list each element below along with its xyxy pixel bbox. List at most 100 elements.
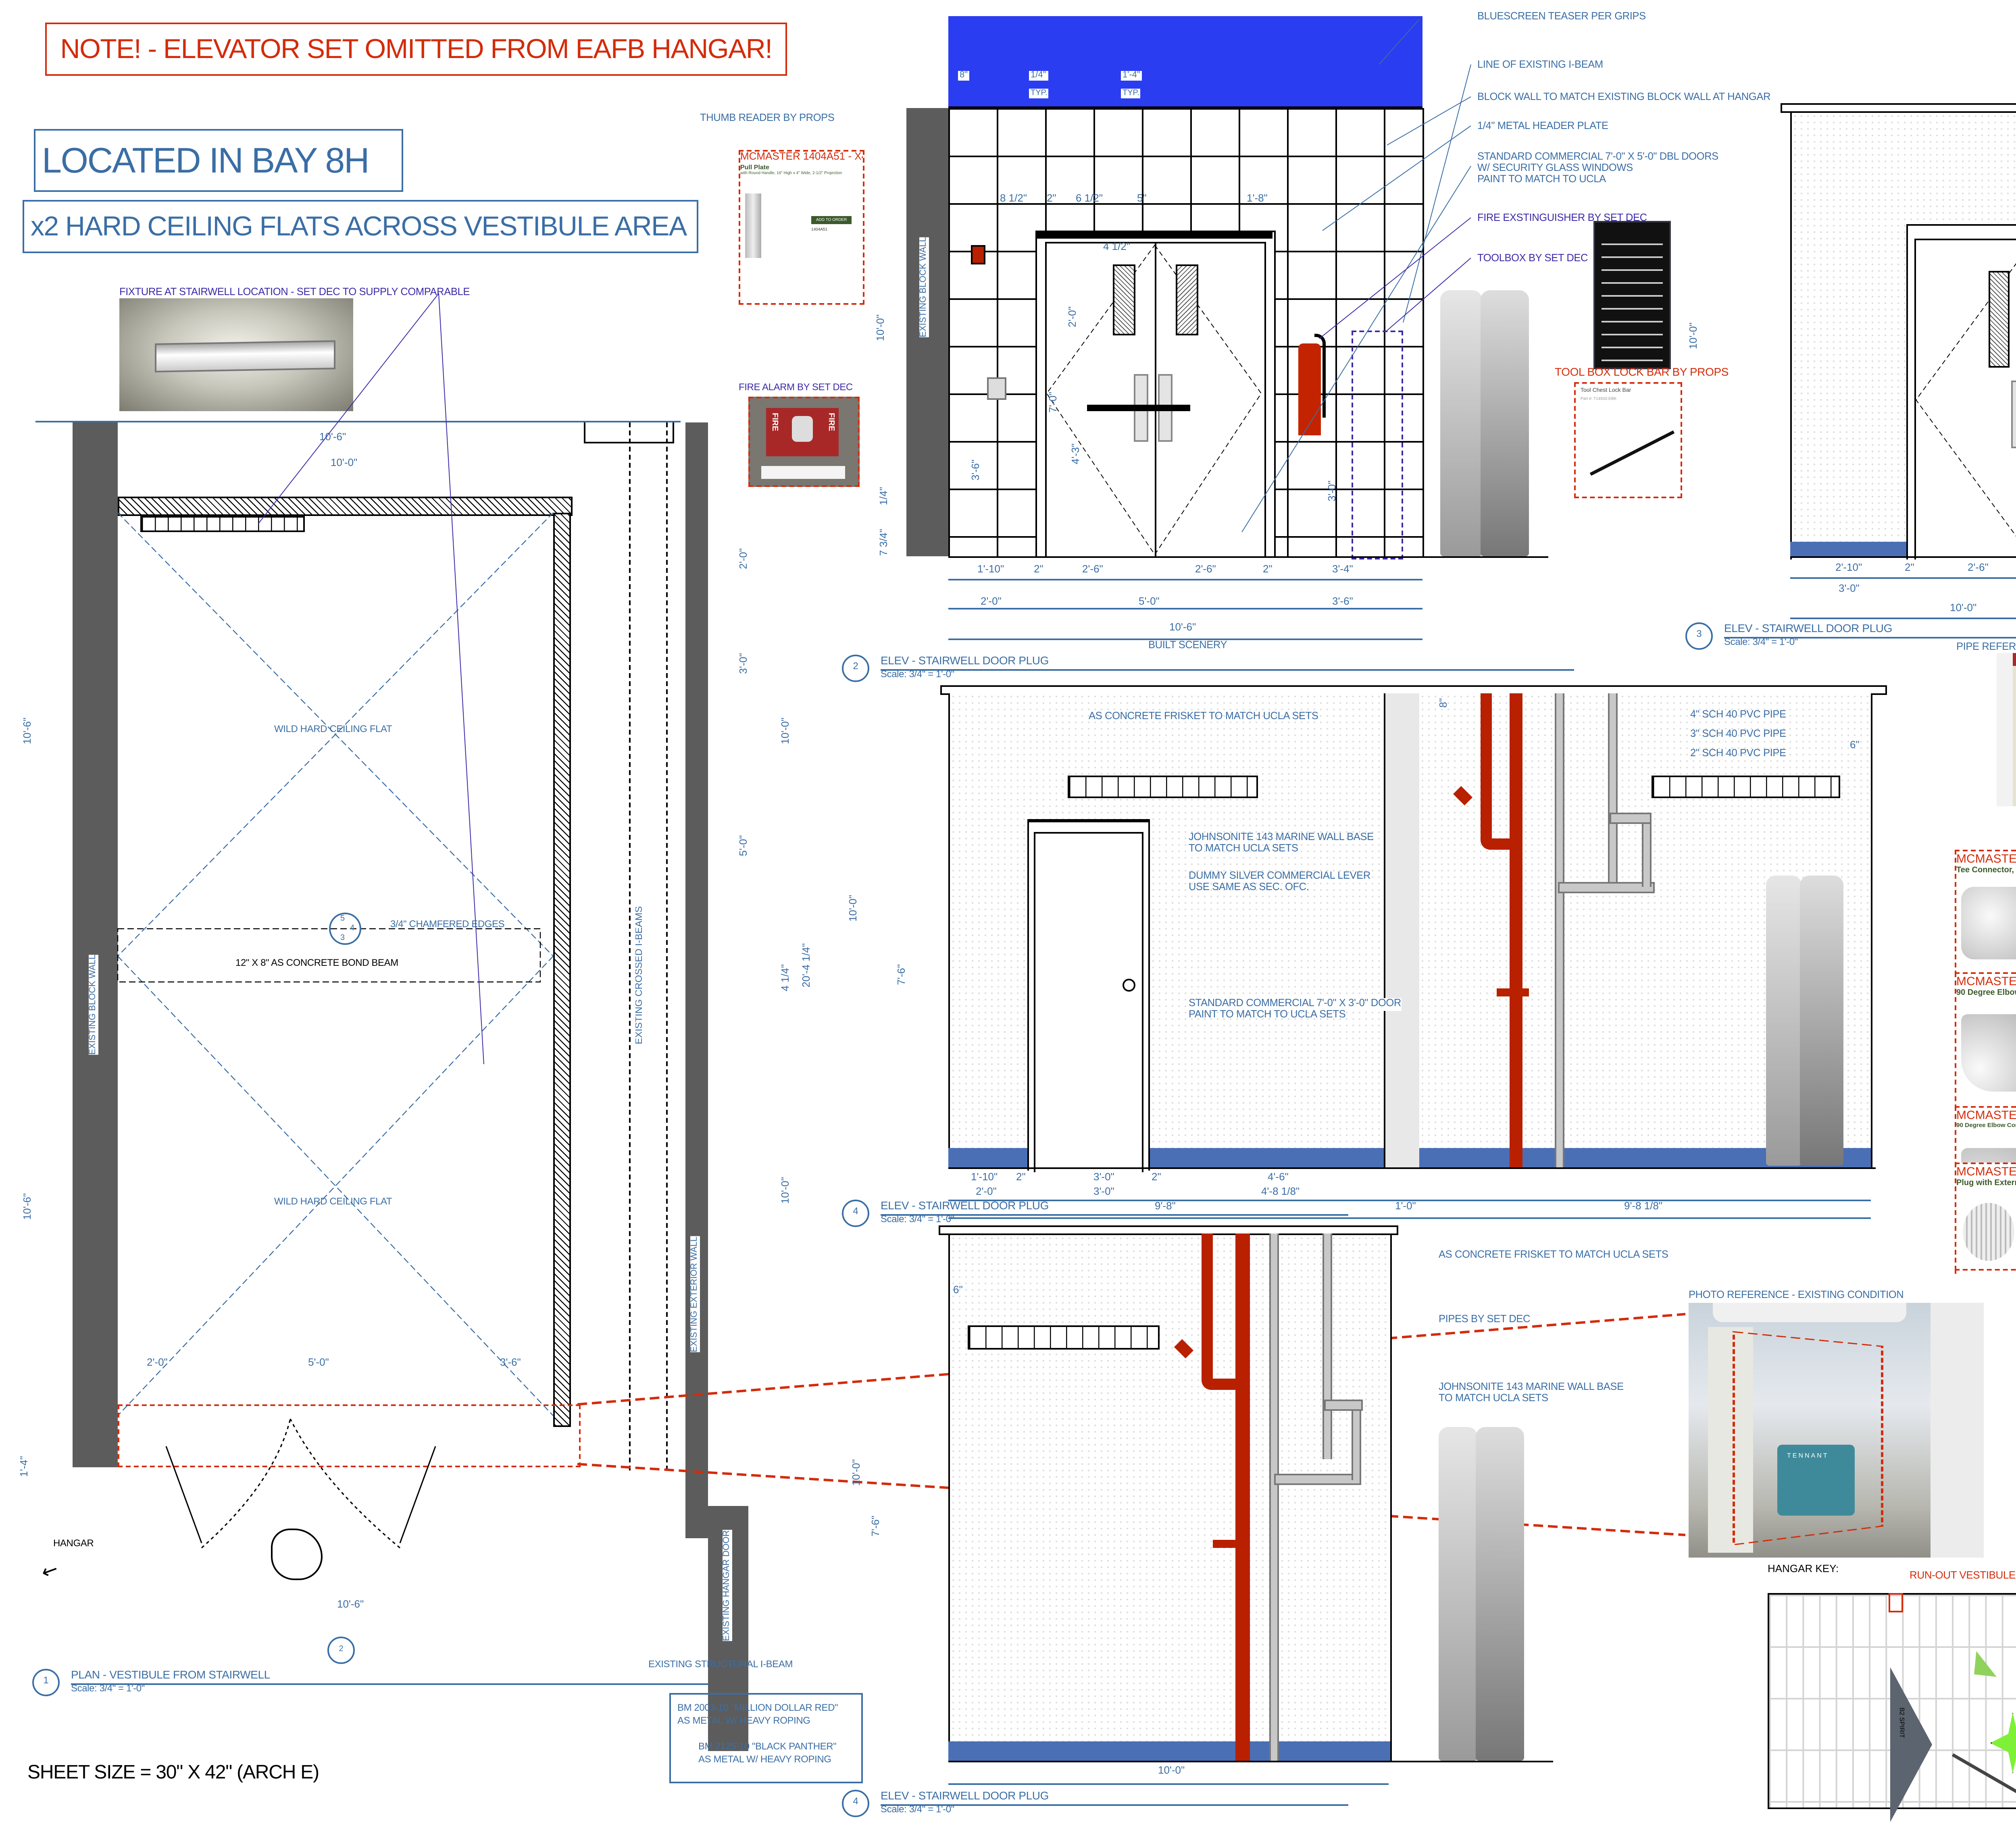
elev4b-vdim-6: 6" [953,1285,963,1296]
elev4a-row1-dim-3: 3'-0" [1093,1172,1114,1183]
toolbox-drawers [1602,232,1663,361]
elev4a-red-valve [1497,988,1529,996]
elev2-callout-blockwall: BLOCK WALL TO MATCH EXISTING BLOCK WALL … [1477,92,1771,103]
elev2-upper-dim-5: 1'-8" [1247,193,1268,205]
person-female [1440,290,1482,556]
plan-dim-right-e: 4 1/4" [781,964,792,992]
location-banner: LOCATED IN BAY 8H [34,129,403,192]
elev2-marker: 2 [327,1637,355,1664]
elev4a-gray-pipe-1 [1555,693,1564,1167]
chamfer-label: 3/4" CHAMFERED EDGES [390,921,505,930]
elev4a-base-left [948,1148,1384,1167]
elev3-view-scale: Scale: 3/4" = 1'-0" [1724,639,1798,648]
photo-overhead-duct [1713,1303,1906,1322]
photo-white-column [1997,653,2013,806]
plug-image [1963,1203,2014,1261]
note-banner: NOTE! - ELEVATOR SET OMITTED FROM EAFB H… [45,23,787,76]
bluescreen-dim-2: 1/4" [1029,71,1048,81]
plan-dim-left-bottom: 1'-4" [19,1456,31,1477]
ceiling-banner-text: x2 HARD CEILING FLATS ACROSS VESTIBULE A… [31,211,687,242]
plan-existing-block-wall: EXISTING BLOCK WALL [73,422,118,1467]
elev4b-gray-pipe-h [1274,1474,1361,1485]
leader-lines [258,19,1471,1065]
elev2-bluescreen: 8" 1/4" TYP. 1'-4" TYP. [948,16,1422,108]
flat-label-2: WILD HARD CEILING FLAT [274,1198,392,1208]
elev2-row2-dim-3: 3'-6" [1332,597,1353,608]
elev4b-people-figure [1432,1427,1537,1761]
plan-dim-right-g: 10'-0" [781,718,792,745]
elev2-ground [948,556,1548,558]
elev4a-wall-left [948,693,1385,1167]
elev2-upper-dim-6: 4 1/2" [1103,242,1131,253]
plan-dim-bottom-overall: 10'-6" [337,1599,364,1611]
person-male [1800,876,1843,1166]
photo-right-door [1931,1303,1984,1558]
elev4b-callout-pipes: PIPES BY SET DEC [1439,1314,1531,1325]
photo-reference-title: PHOTO REFERENCE - EXISTING CONDITION [1689,1290,1904,1301]
elev2-vdim-7-3-4: 7 3/4" [879,529,890,556]
elev4a-light-left [1068,776,1258,798]
bluescreen-dim-2-typ: TYP. [1029,89,1049,98]
elev4b-dim-line [948,1783,1389,1785]
elev4a-door-leaf [1034,832,1143,1172]
elbow-image [1961,1014,2016,1092]
elev2-marker-number: 2 [339,1645,344,1654]
section-marker: 5 4 3 [329,913,361,945]
elev3-view-number: 3 [1685,622,1713,650]
elev4a-callout-base-2: TO MATCH UCLA SETS [1189,843,1298,855]
elev2-row2-dim-2: 5'-0" [1139,597,1160,608]
toolbox-lock-part: Part #: T14933-EBK [1581,397,1617,401]
fire-word-right: FIRE [826,413,835,431]
elev4a-vdim-7-6: 7'-6" [897,964,908,985]
elev4a-callout-base-1: JOHNSONITE 143 MARINE WALL BASE [1189,832,1374,843]
plan-dim-bottom-a: 2'-0" [147,1358,168,1369]
aircraft-b2-label: B2 SPIRIT [1898,1708,1906,1738]
elev2-window-right [1176,264,1198,335]
elev2-door-leaf-right [1155,242,1266,558]
plan-dim-left-lower: 10'-6" [23,1193,34,1220]
plan-dim-right-b: 3'-0" [739,653,750,674]
hatched-right-wall [553,513,571,1427]
hangar-key-map: B2 SPIRIT [1768,1593,2016,1822]
elev3-row2-dim-1: 3'-0" [1839,584,1860,595]
person-female [1766,876,1801,1166]
plan-dim-bottom-b: 5'-0" [308,1358,329,1369]
elev2-vdim-overall: 10'-0" [876,314,887,341]
vestibule-redline [118,1404,581,1467]
structural-ibeam-label: EXISTING STRUCTURAL I-BEAM [648,1661,793,1670]
elev4a-callout-3in: 3" SCH 40 PVC PIPE [1690,729,1786,740]
existing-hangar-door-label: EXISTING HANGAR DOOR [723,1530,732,1641]
elev4a-gray-pipe-h2 [1610,813,1652,824]
elev2-door-frame [1035,231,1276,558]
elev4a-callout-lever-1: DUMMY SILVER COMMERCIAL LEVER [1189,871,1370,882]
elev2-vdim-3-6: 3'-6" [971,460,982,480]
hatched-top-wall [118,497,573,516]
elev2-row1-dim-4: 2'-6" [1195,564,1216,576]
elev2-upper-dim-1: 8 1/2" [1000,193,1027,205]
pipe-reference-title: PIPE REFERENCE FROM STAIRWELL LOCATION [1956,642,2016,653]
plan-top-line [35,421,681,422]
elev4b-base [948,1741,1390,1761]
elev2-existing-block-wall-label: EXISTING BLOCK WALL [919,237,929,337]
elev4a-single-door [1027,819,1150,1172]
photo-red-pipe-top [2013,653,2016,666]
elev4a-door-lever [1123,979,1135,992]
elev4b-view-title-rule [881,1804,1348,1806]
elev3-base-left [1790,542,1906,558]
elev3-ground [1790,556,2016,558]
elev4a-callout-2in: 2" SCH 40 PVC PIPE [1690,748,1786,759]
elev2-callout-toolbox: TOOLBOX BY SET DEC [1477,253,1588,264]
elev4a-row2-dim-3: 4'-8 1/8" [1261,1187,1300,1198]
elev4a-red-pipe-branch [1481,693,1492,838]
aircraft-b2-spirit [1890,1667,1932,1822]
elev4b-red-pipe-main [1235,1233,1250,1761]
elev4b-red-pipe-elbow [1202,1379,1240,1390]
section-marker-right: 4 [350,924,355,934]
elev4a-vdim-8: 8" [1439,698,1450,708]
pull-plate-order-button[interactable]: ADD TO ORDER [811,216,852,224]
elev2-view-title-text: ELEV - STAIRWELL DOOR PLUG [881,656,1049,668]
elev4a-gray-pipe-h [1558,882,1655,893]
plan-dim-right-a: 2'-0" [739,548,750,569]
catalog-header: MCMASTER 2389K29 - X2 [1956,1108,2016,1122]
elev4a-column [1384,693,1422,1167]
